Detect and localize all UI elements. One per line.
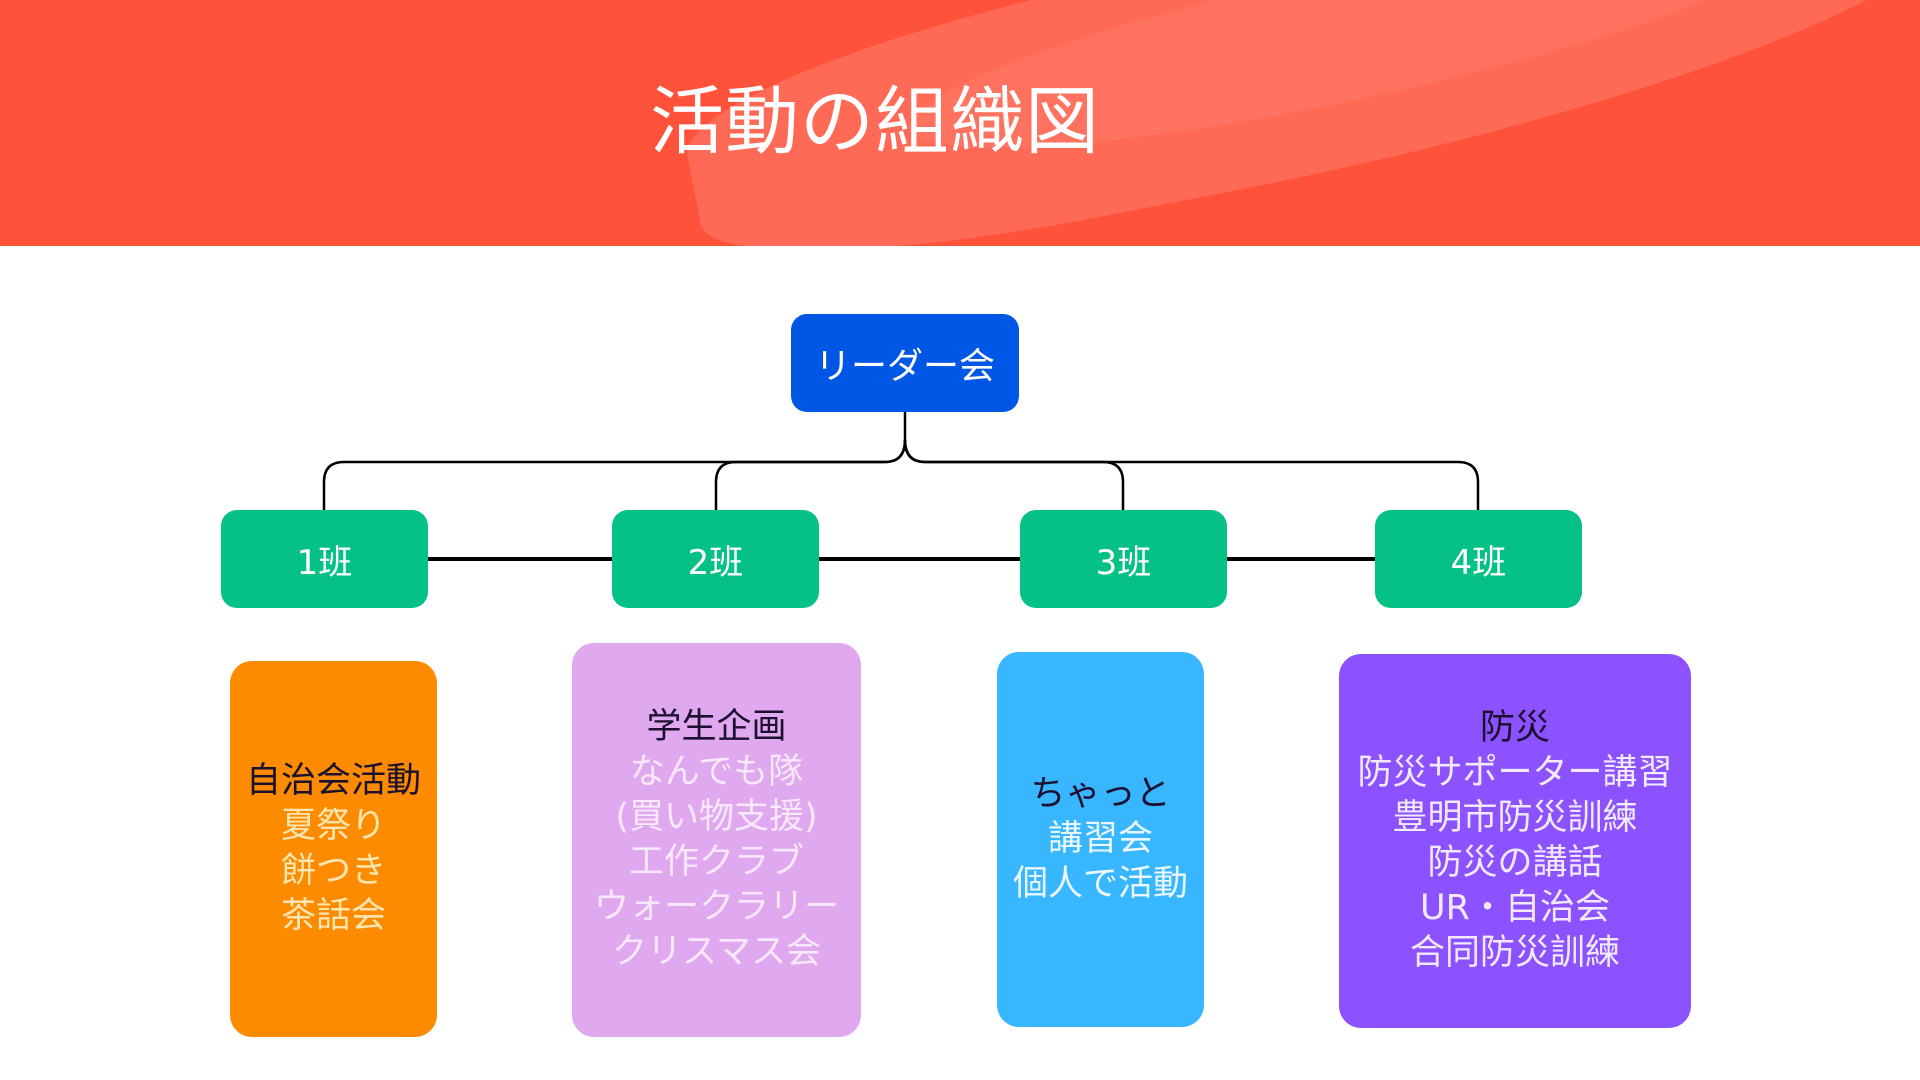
leader-council-label: リーダー会: [814, 346, 995, 387]
team-3-node: 3班: [1020, 510, 1227, 608]
card-item: 合同防災訓練: [1409, 933, 1620, 973]
team-1-node: 1班: [221, 510, 428, 608]
header-banner: 活動の組織図: [0, 0, 1920, 246]
team-3-activities-card: ちゃっと 講習会 個人で活動: [997, 652, 1204, 1027]
card-heading: 防災: [1479, 708, 1550, 748]
team-label: 4班: [1450, 542, 1507, 583]
card-item: なんでも隊: [629, 752, 804, 792]
leader-council-node: リーダー会: [791, 314, 1019, 412]
card-heading: 自治会活動: [245, 761, 421, 801]
team-label: 3班: [1095, 542, 1152, 583]
team-4-node: 4班: [1375, 510, 1582, 608]
card-item: 防災の講話: [1427, 843, 1603, 883]
connector-leader-to-team2: [714, 439, 907, 510]
card-heading: ちゃっと: [1030, 774, 1171, 814]
connector-leader-to-team4: [903, 439, 1480, 510]
team-4-activities-card: 防災 防災サポーター講習 豊明市防災訓練 防災の講話 UR・自治会 合同防災訓練: [1339, 654, 1691, 1028]
card-item: UR・自治会: [1420, 888, 1610, 928]
team-label: 2班: [687, 542, 744, 583]
team-2-node: 2班: [612, 510, 819, 608]
card-heading: 学生企画: [646, 707, 787, 747]
page-title: 活動の組織図: [650, 79, 1100, 165]
card-item: 工作クラブ: [628, 842, 804, 882]
card-item: 豊明市防災訓練: [1392, 798, 1638, 838]
card-item: 防災サポーター講習: [1357, 753, 1673, 793]
connector-leader-to-team3: [903, 439, 1125, 510]
card-item: 講習会: [1047, 819, 1153, 859]
card-item: 餅つき: [280, 851, 386, 891]
card-item: 茶話会: [280, 896, 386, 936]
card-item: 夏祭り: [280, 806, 386, 846]
card-item: 個人で活動: [1012, 864, 1188, 904]
team-2-activities-card: 学生企画 なんでも隊 (買い物支援) 工作クラブ ウォークラリー クリスマス会: [572, 643, 861, 1037]
card-item: クリスマス会: [612, 932, 821, 972]
team-1-activities-card: 自治会活動 夏祭り 餅つき 茶話会: [230, 661, 437, 1037]
card-item: ウォークラリー: [593, 887, 839, 927]
team-label: 1班: [296, 542, 353, 583]
card-item: (買い物支援): [615, 797, 818, 837]
